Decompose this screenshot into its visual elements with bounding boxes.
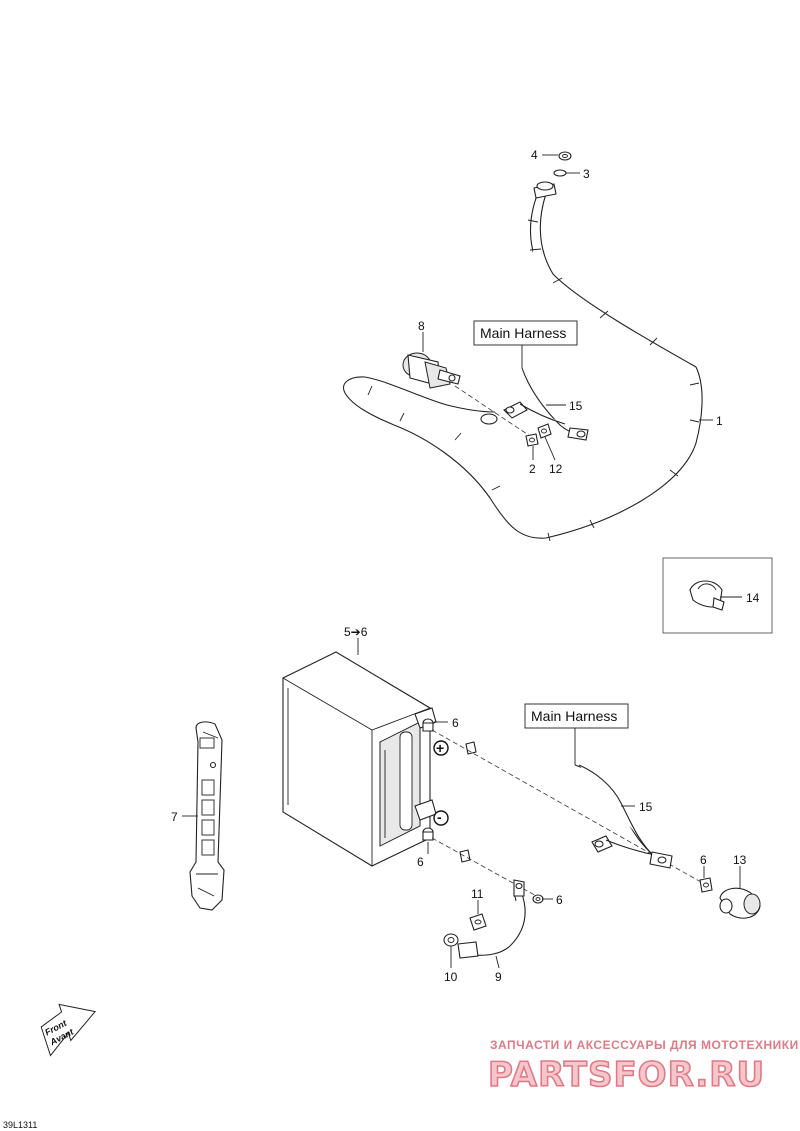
callout-6-ground: 6 — [556, 893, 563, 907]
positive-sign: + — [436, 740, 444, 756]
watermark-logo: PARTSFOR.RU — [488, 1055, 765, 1095]
callout-11: 11 — [471, 887, 484, 901]
callout-8: 8 — [418, 319, 425, 333]
main-harness-label-top-text: Main Harness — [480, 325, 566, 341]
callout-6-harness: 6 — [700, 853, 707, 867]
terminal-cover-13 — [719, 887, 761, 919]
callout-10: 10 — [444, 970, 458, 984]
harness-cable-15-top — [503, 367, 589, 441]
inset-box-14 — [662, 557, 773, 634]
callout-6-positive: 6 — [452, 716, 459, 730]
bolt-6-harness — [699, 877, 713, 893]
nut-2 — [525, 433, 539, 447]
callout-2: 2 — [529, 462, 536, 476]
main-harness-label-top: Main Harness — [473, 320, 578, 368]
callout-3: 3 — [583, 167, 590, 181]
callout-5-6: 5➔6 — [344, 625, 368, 639]
negative-terminal-icon: - — [433, 809, 449, 826]
callout-12: 12 — [549, 462, 563, 476]
main-harness-label-bottom-text: Main Harness — [531, 708, 617, 724]
main-harness-label-bottom: Main Harness — [524, 703, 629, 765]
starter-solenoid-8 — [402, 352, 461, 389]
diagram-code: 39L1311 — [3, 1120, 37, 1130]
wiring-harness-1 — [343, 181, 703, 542]
callout-14: 14 — [746, 591, 760, 605]
watermark-tagline: ЗАПЧАСТИ И АКСЕССУАРЫ ДЛЯ МОТОТЕХНИКИ — [490, 1038, 799, 1052]
lock-washer-10 — [443, 933, 459, 947]
bolt-6-ground — [532, 894, 544, 904]
callout-15-bottom: 15 — [639, 800, 653, 814]
bolt-6-positive — [422, 718, 434, 732]
harness-cable-15-bottom — [574, 764, 673, 869]
nut-4 — [558, 151, 572, 161]
nut-11 — [469, 913, 487, 931]
terminal-nut-negative — [459, 849, 471, 863]
callout-13: 13 — [733, 853, 747, 867]
leader-lines — [182, 154, 742, 969]
ground-cable-9 — [457, 879, 526, 959]
watermark: ЗАПЧАСТИ И АКСЕССУАРЫ ДЛЯ МОТОТЕХНИКИ PA… — [487, 1038, 799, 1096]
front-direction-arrow-icon: Front Avant — [40, 1003, 97, 1057]
callout-7: 7 — [171, 810, 178, 824]
battery-strap-7 — [189, 721, 225, 911]
callout-1: 1 — [716, 414, 723, 428]
callout-9: 9 — [495, 970, 502, 984]
callout-4: 4 — [531, 148, 538, 162]
callout-6-negative: 6 — [417, 855, 424, 869]
callouts: 4 3 8 15 1 2 12 14 5➔6 6 6 7 15 6 13 11 … — [171, 148, 760, 984]
bolt-6-negative — [422, 827, 434, 841]
callout-15-top: 15 — [569, 399, 583, 413]
battery-5 — [282, 651, 437, 867]
nut-12 — [537, 423, 552, 439]
washer-3 — [553, 169, 567, 177]
positive-terminal-icon: + — [433, 740, 449, 756]
negative-sign: - — [437, 809, 442, 825]
